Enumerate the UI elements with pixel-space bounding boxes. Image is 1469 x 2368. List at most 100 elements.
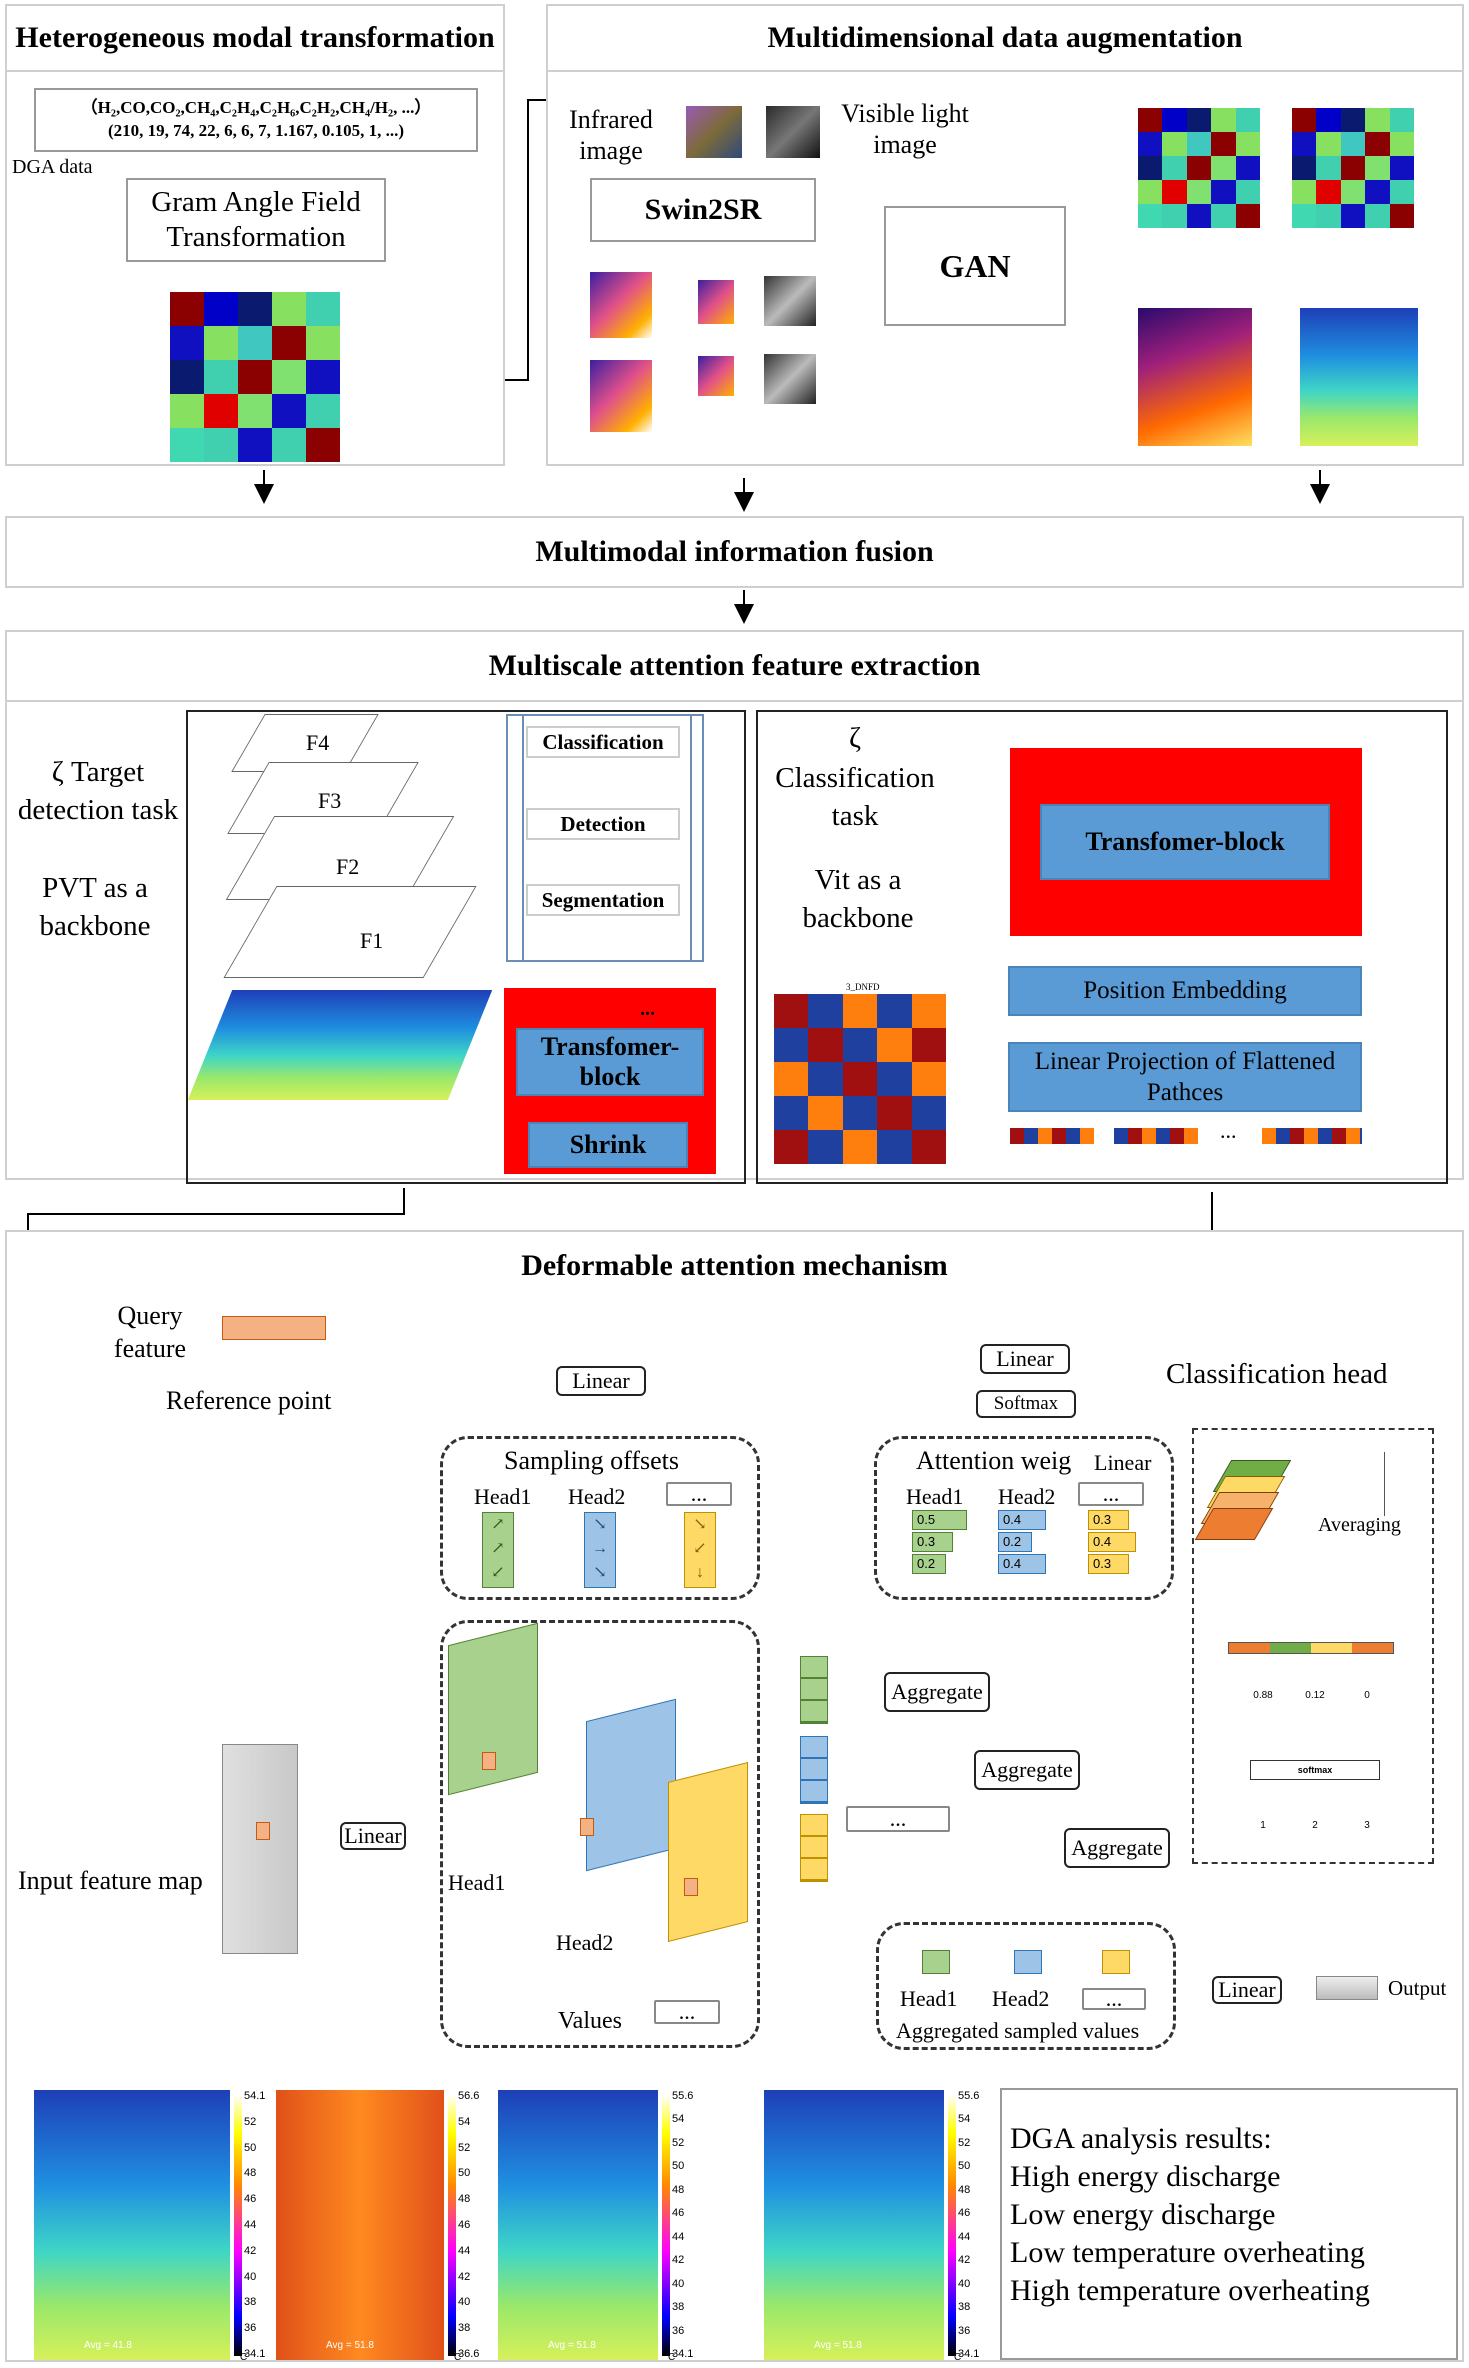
f2-label: F2 bbox=[336, 854, 360, 879]
value-head2-label: Head2 bbox=[556, 1930, 614, 1955]
grid-cell bbox=[1211, 108, 1236, 132]
scale-unit: °C bbox=[450, 2352, 462, 2363]
thermal-avg-label: Avg = 51.8 bbox=[326, 2340, 374, 2351]
grid-cell bbox=[238, 428, 272, 462]
grid-cell bbox=[306, 394, 340, 428]
grid-cell bbox=[1235, 132, 1260, 156]
classification-head-title: Classification head bbox=[1166, 1358, 1388, 1390]
scale-tick-label: 44 bbox=[958, 2230, 971, 2243]
sample-point-head3 bbox=[684, 1878, 698, 1896]
grid-cell bbox=[1162, 156, 1187, 180]
result-thermal-3 bbox=[498, 2090, 658, 2360]
offset-head2-vector: ↘→↘ bbox=[584, 1512, 616, 1588]
aggregated-head1-cube bbox=[922, 1950, 950, 1974]
result-thermal-4 bbox=[764, 2090, 944, 2360]
sampled-values-head2 bbox=[800, 1736, 828, 1804]
scale-unit: °C bbox=[664, 2352, 676, 2363]
attention-linear: Linear bbox=[980, 1344, 1070, 1374]
averaging-label: Averaging bbox=[1318, 1514, 1401, 1536]
aggregated-head1-label: Head1 bbox=[900, 1986, 958, 2011]
patch-token-1 bbox=[1010, 1128, 1094, 1144]
grid-cell bbox=[272, 326, 306, 360]
class-index: 1 bbox=[1260, 1820, 1266, 1831]
probability-value: 0 bbox=[1364, 1690, 1370, 1701]
grid-cell bbox=[1211, 180, 1236, 204]
scale-tick-label: 50 bbox=[458, 2167, 471, 2180]
sr-visible-thumb-1 bbox=[764, 276, 816, 326]
classification-head-label: Classification bbox=[526, 726, 680, 758]
position-embedding: Position Embedding bbox=[1008, 966, 1362, 1016]
scale-tick-label: 38 bbox=[458, 2322, 471, 2335]
attention-weights-label: Attention weig bbox=[916, 1446, 1072, 1475]
scale-unit: °C bbox=[236, 2352, 248, 2363]
result-high-energy-discharge: High energy discharge bbox=[1010, 2160, 1281, 2194]
result-high-temp-overheating: High temperature overheating bbox=[1010, 2274, 1370, 2308]
grid-cell bbox=[1186, 156, 1212, 180]
attention-weight-bar: 0.5 bbox=[912, 1510, 967, 1530]
aggregated-values-group bbox=[876, 1922, 1176, 2050]
probability-value: 0.88 bbox=[1253, 1690, 1273, 1701]
grid-cell bbox=[774, 994, 809, 1028]
grid-cell bbox=[170, 428, 204, 462]
results-title: DGA analysis results: bbox=[1010, 2122, 1272, 2155]
scale-tick-label: 52 bbox=[958, 2136, 971, 2149]
grid-cell bbox=[272, 428, 306, 462]
pvt-label: PVT as a backbone bbox=[39, 872, 151, 942]
grid-cell bbox=[272, 394, 306, 428]
scale-tick-label: 54.1 bbox=[244, 2090, 266, 2102]
output-label: Output bbox=[1388, 1976, 1447, 2000]
input-feature-map bbox=[222, 1744, 298, 1954]
scale-tick-label: 50 bbox=[244, 2141, 257, 2154]
grid-cell bbox=[306, 292, 340, 326]
f1-label: F1 bbox=[360, 928, 384, 953]
segmentation-head-label: Segmentation bbox=[526, 884, 680, 916]
scale-tick-label: 40 bbox=[672, 2277, 685, 2290]
grid-cell bbox=[238, 292, 272, 326]
visible-label: Visible light image bbox=[841, 99, 969, 160]
class-task-label: Classification task bbox=[775, 762, 935, 832]
probability-value: 0.12 bbox=[1305, 1690, 1325, 1701]
grid-cell bbox=[1162, 108, 1187, 132]
attention-weight-bar: 0.2 bbox=[912, 1554, 946, 1574]
scale-tick-label: 40 bbox=[458, 2296, 471, 2309]
values-group bbox=[440, 1620, 760, 2048]
grid-cell bbox=[808, 1062, 843, 1096]
grid-cell bbox=[1340, 180, 1366, 204]
value-head1-label: Head1 bbox=[448, 1870, 506, 1895]
scale-tick-label: 38 bbox=[244, 2296, 257, 2309]
grid-cell bbox=[1138, 108, 1163, 132]
attention-weight-bar: 0.3 bbox=[1088, 1510, 1129, 1530]
scale-tick-label: 48 bbox=[244, 2167, 257, 2180]
grid-cell bbox=[1316, 204, 1341, 228]
scale-tick-label: 34.1 bbox=[958, 2348, 980, 2360]
scale-unit: °C bbox=[950, 2352, 962, 2363]
scale-tick-label: 48 bbox=[458, 2193, 471, 2206]
grid-cell bbox=[808, 1096, 843, 1130]
grid-cell bbox=[877, 1028, 912, 1062]
scale-tick-label: 34.1 bbox=[672, 2348, 694, 2360]
reference-point-marker bbox=[256, 1822, 270, 1840]
scale-tick-label: 56.6 bbox=[458, 2090, 480, 2102]
grid-cell bbox=[1340, 132, 1366, 156]
grid-cell bbox=[238, 360, 272, 394]
grid-cell bbox=[1389, 108, 1414, 132]
scale-tick-label: 38 bbox=[958, 2301, 971, 2314]
detection-head-label: Detection bbox=[526, 808, 680, 840]
scale-tick-label: 50 bbox=[672, 2160, 685, 2173]
grid-cell bbox=[1389, 180, 1414, 204]
sampling-offsets-group bbox=[440, 1436, 760, 1600]
weight-head1-label: Head1 bbox=[906, 1484, 964, 1509]
averaging-nodes bbox=[1384, 1452, 1397, 1516]
patch-token-2 bbox=[1114, 1128, 1198, 1144]
fusion-panel: Multimodal information fusion bbox=[5, 516, 1464, 588]
aggregated-label: Aggregated sampled values bbox=[896, 2018, 1140, 2043]
dga-values: (210, 19, 74, 22, 6, 6, 7, 1.167, 0.105,… bbox=[107, 121, 405, 140]
scale-tick-label: 42 bbox=[458, 2270, 471, 2283]
shrink-block: Shrink bbox=[528, 1122, 688, 1168]
grid-cell bbox=[170, 326, 204, 360]
attention-weight-bar: 0.2 bbox=[998, 1532, 1032, 1552]
augmented-gaf-1 bbox=[1138, 108, 1260, 228]
scale-tick-label: 48 bbox=[672, 2183, 685, 2196]
sr-infrared-thumb-4 bbox=[698, 356, 734, 396]
